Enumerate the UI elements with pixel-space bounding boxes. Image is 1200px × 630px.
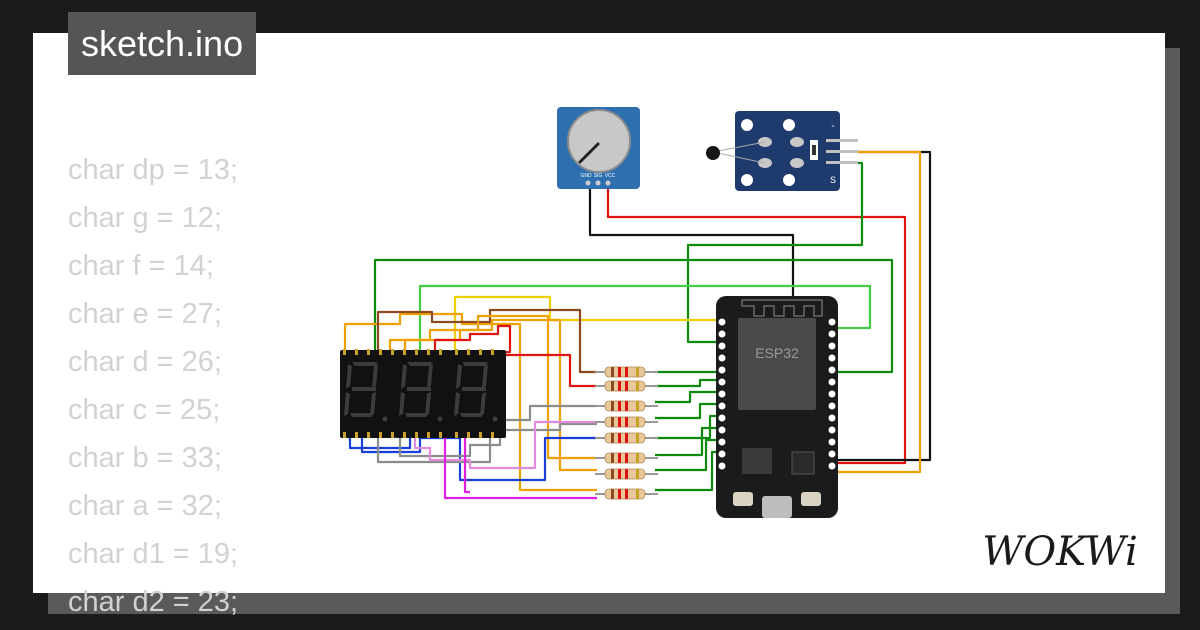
wire (413, 420, 597, 470)
code-line: char d = 26; (68, 346, 222, 378)
sensor-minus-mark: - (831, 121, 834, 132)
resistor-array (595, 366, 658, 500)
wire (832, 150, 932, 462)
code-line: char e = 27; (68, 298, 222, 330)
wire (433, 324, 512, 357)
wire (655, 378, 720, 388)
code-preview: char dp = 13; char g = 12; char f = 14; … (68, 146, 238, 626)
wire (403, 318, 597, 472)
wire (343, 312, 597, 492)
pot-pin-label-gnd: GND (580, 173, 592, 179)
wire (360, 432, 597, 482)
wire (373, 258, 894, 374)
esp32-board: ESP32 (716, 296, 838, 518)
wire (832, 150, 922, 474)
wire (498, 353, 597, 388)
wire (686, 161, 864, 344)
pot-pin-label-vcc: VCC (605, 173, 616, 179)
file-name-label: sketch.ino (68, 12, 257, 75)
code-line: char dp = 13; (68, 154, 239, 186)
code-line: char b = 33; (68, 442, 222, 474)
code-line: char f = 14; (68, 250, 214, 282)
pot-pin-label-sig: SIG (594, 173, 603, 179)
wire (606, 185, 907, 465)
wire (655, 438, 720, 472)
wire (463, 432, 470, 494)
potentiometer: GND SIG VCC (557, 107, 640, 189)
code-line: char d2 = 23; (68, 586, 239, 618)
seven-segment-display (340, 349, 506, 438)
wire (453, 295, 832, 355)
wokwi-logo: WOKWi (982, 529, 1138, 575)
temperature-sensor: - S (706, 111, 858, 191)
wire (655, 402, 720, 420)
board-label: ESP32 (755, 345, 799, 361)
sensor-signal-mark: S (830, 175, 836, 185)
wire (376, 308, 597, 374)
logo-text: WOKWi (982, 529, 1138, 575)
wire (418, 284, 872, 355)
code-line: char a = 32; (68, 490, 222, 522)
code-line: char g = 12; (68, 202, 222, 234)
wire (655, 390, 720, 404)
wire (443, 432, 597, 500)
wire (655, 426, 720, 457)
wire-group (343, 150, 932, 500)
code-line: char d1 = 19; (68, 538, 239, 570)
wire (348, 432, 412, 450)
code-line: char c = 25; (68, 394, 221, 426)
wire (398, 422, 597, 458)
